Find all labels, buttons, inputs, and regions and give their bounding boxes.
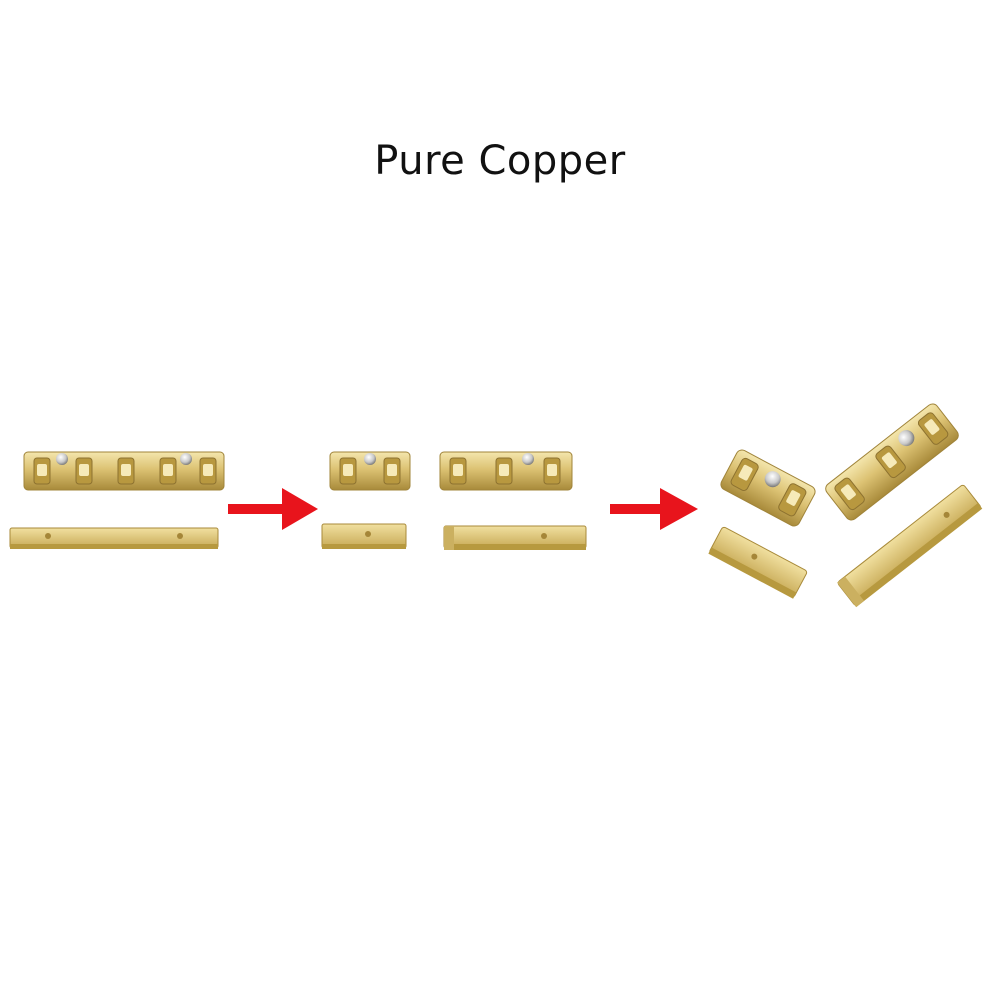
long-nut xyxy=(439,451,573,491)
arrow-right-icon xyxy=(228,488,318,530)
short-shim xyxy=(321,523,407,549)
screw-icon xyxy=(522,453,534,465)
short-shim xyxy=(708,526,808,599)
shim-plate xyxy=(9,527,219,549)
screw-icon xyxy=(364,453,376,465)
short-nut xyxy=(329,451,411,491)
screw-icon xyxy=(56,453,68,465)
page-title: Pure Copper xyxy=(374,138,626,184)
screw-icon xyxy=(180,453,192,465)
arrow-right-icon xyxy=(610,488,698,530)
short-nut xyxy=(720,449,816,527)
screw-icon xyxy=(898,430,915,447)
long-shim xyxy=(443,525,587,550)
stage-full-nut xyxy=(9,451,225,549)
screw-icon xyxy=(764,471,781,488)
long-shim xyxy=(837,484,983,608)
stage-cut-pieces xyxy=(321,451,587,550)
long-nut xyxy=(825,403,959,521)
stage-assembled-pieces xyxy=(708,403,983,608)
nut-bar xyxy=(23,451,225,491)
